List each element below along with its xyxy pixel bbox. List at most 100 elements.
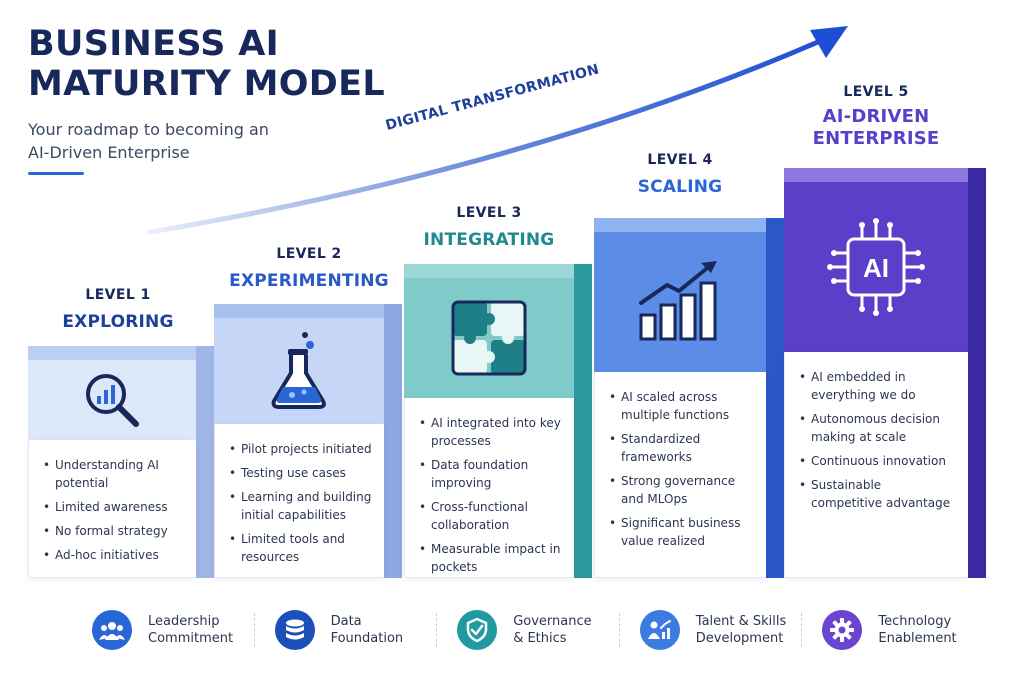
pillar-label: Talent & Skills Development [695,614,787,646]
level-4-number: LEVEL 4 [647,152,713,168]
level-1-side-face [196,346,214,578]
list-item: Cross-functional collaboration [419,498,562,534]
level-5-step: AI AI embedded in everything we do Auton… [784,168,986,578]
list-item: AI integrated into key processes [419,414,562,450]
ai-chip-text: AI [863,253,889,283]
pillar-label: Leadership Commitment [148,614,234,646]
level-2-label: LEVEL 2 EXPERIMENTING [214,246,404,291]
pillar-data: Data Foundation [267,604,437,656]
level-3-header [404,278,574,398]
level-2-side-face [384,304,402,578]
list-item: Learning and building initial capabiliti… [229,488,372,524]
pillar-label: Data Foundation [330,614,404,646]
level-3-list: AI integrated into key processes Data fo… [405,398,574,576]
flask-icon [271,332,326,409]
subtitle-line-1: Your roadmap to becoming an [28,120,269,139]
level-4-header [594,232,766,372]
level-4-body: AI scaled across multiple functions Stan… [594,372,766,578]
level-3-number: LEVEL 3 [456,205,522,221]
level-1-list: Understanding AI potential Limited aware… [29,440,196,564]
magnifier-chart-icon [86,374,139,427]
shield-check-icon [457,610,498,650]
list-item: Limited awareness [43,498,184,516]
level-5-name: AI-DRIVEN ENTERPRISE [812,106,940,149]
list-item: AI embedded in everything we do [799,368,956,404]
divider [801,613,803,647]
list-item: Ad-hoc initiatives [43,546,184,564]
level-1-top-face [28,346,196,360]
arrow-head-icon [810,26,848,58]
level-5-number: LEVEL 5 [843,84,909,100]
level-4-list: AI scaled across multiple functions Stan… [595,372,766,550]
level-5-list: AI embedded in everything we do Autonomo… [785,352,968,512]
level-3-top-face [404,264,574,278]
level-2-top-face [214,304,384,318]
list-item: Measurable impact in pockets [419,540,562,576]
level-5-header: AI [784,182,968,352]
list-item: Continuous innovation [799,452,956,470]
pillar-label: Technology Enablement [878,614,957,646]
level-1-step: Understanding AI potential Limited aware… [28,346,214,578]
list-item: AI scaled across multiple functions [609,388,754,424]
level-1-label: LEVEL 1 EXPLORING [28,287,208,332]
divider [436,613,438,647]
title-accent-rule [28,172,84,175]
list-item: Autonomous decision making at scale [799,410,956,446]
level-2-name: EXPERIMENTING [229,271,389,291]
level-1-name: EXPLORING [62,312,174,332]
list-item: Standardized frameworks [609,430,754,466]
puzzle-icon [451,300,527,376]
divider [618,613,620,647]
list-item: Strong governance and MLOps [609,472,754,508]
level-2-header [214,318,384,424]
level-2-list: Pilot projects initiated Testing use cas… [215,424,384,566]
level-4-step: AI scaled across multiple functions Stan… [594,218,784,578]
list-item: Limited tools and resources [229,530,372,566]
level-5-top-face [784,168,968,182]
level-3-body: AI integrated into key processes Data fo… [404,398,574,578]
gear-icon [822,610,863,650]
page-subtitle: Your roadmap to becoming an AI-Driven En… [28,118,269,164]
title-line-2: MATURITY MODEL [28,64,385,104]
pillar-label: Governance & Ethics [513,614,592,646]
pillar-talent: Talent & Skills Development [632,604,802,656]
level-4-top-face [594,218,766,232]
level-5-label: LEVEL 5 AI-DRIVEN ENTERPRISE [784,84,968,150]
level-2-number: LEVEL 2 [276,246,342,262]
list-item: Pilot projects initiated [229,440,372,458]
pillar-technology: Technology Enablement [814,604,984,656]
team-icon [92,610,132,650]
level-2-body: Pilot projects initiated Testing use cas… [214,424,384,578]
level-1-body: Understanding AI potential Limited aware… [28,440,196,578]
list-item: Data foundation improving [419,456,562,492]
level-4-name: SCALING [637,177,723,197]
subtitle-line-2: AI-Driven Enterprise [28,143,190,162]
level-3-step: AI integrated into key processes Data fo… [404,264,592,578]
level-4-label: LEVEL 4 SCALING [594,152,766,197]
list-item: No formal strategy [43,522,184,540]
page-title: BUSINESS AI MATURITY MODEL [28,24,385,104]
trend-label: DIGITAL TRANSFORMATION [383,61,601,134]
level-1-number: LEVEL 1 [85,287,151,303]
person-chart-icon [639,610,680,650]
pillar-leadership: Leadership Commitment [84,604,254,656]
level-3-name: INTEGRATING [423,230,555,250]
list-item: Significant business value realized [609,514,754,550]
divider [253,613,255,647]
pillars-bar: Leadership Commitment Data Foundation Go… [84,604,984,656]
level-2-step: Pilot projects initiated Testing use cas… [214,304,402,578]
level-1-header [28,360,196,440]
level-5-side-face [968,168,986,578]
level-3-label: LEVEL 3 INTEGRATING [404,205,574,250]
growth-chart-icon [639,261,717,341]
list-item: Testing use cases [229,464,372,482]
list-item: Understanding AI potential [43,456,184,492]
database-icon [274,610,315,650]
list-item: Sustainable competitive advantage [799,476,956,512]
level-4-side-face [766,218,784,578]
pillar-governance: Governance & Ethics [449,604,619,656]
level-3-side-face [574,264,592,578]
title-line-1: BUSINESS AI [28,24,279,64]
level-5-body: AI embedded in everything we do Autonomo… [784,352,968,578]
ai-chip-icon: AI [827,218,925,316]
